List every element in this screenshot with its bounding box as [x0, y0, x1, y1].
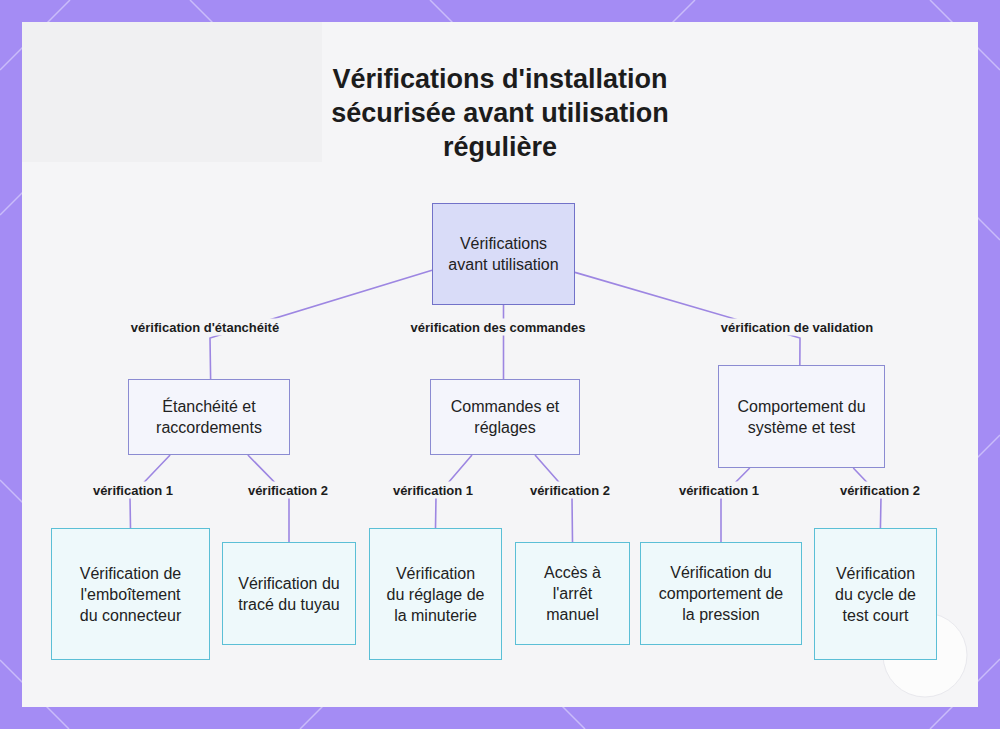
node-text: Vérification du cycle de test court [825, 563, 926, 626]
content-panel [22, 22, 978, 707]
check-box: Accès à l'arrêt manuel [515, 542, 630, 645]
edge-label: vérification d'étanchéité [128, 319, 282, 336]
edge-label: vérification 1 [390, 482, 476, 499]
check-box: Vérification du cycle de test court [814, 528, 937, 660]
faded-photo-area [22, 22, 322, 162]
node-text: Vérifications avant utilisation [447, 233, 560, 275]
root-box: Vérifications avant utilisation [432, 203, 575, 305]
category-box: Étanchéité et raccordements [128, 379, 290, 455]
node-text: Commandes et réglages [443, 396, 567, 438]
frame-line [560, 704, 585, 729]
check-box: Vérification du comportement de la press… [640, 542, 802, 645]
edge-label: vérification 1 [90, 482, 176, 499]
node-text: Étanchéité et raccordements [139, 396, 279, 438]
edge-label: vérification 2 [245, 482, 331, 499]
check-box: Vérification de l'emboîtement du connect… [51, 528, 210, 660]
connector-line [503, 305, 505, 379]
connector-line [535, 455, 573, 542]
connector-line [248, 455, 289, 542]
node-text: Vérification de l'emboîtement du connect… [74, 563, 187, 626]
frame-line [430, 0, 455, 25]
frame-line [975, 215, 1000, 240]
frame-line [190, 0, 215, 25]
connector-line [721, 468, 750, 542]
node-text: Vérification du réglage de la minuterie [386, 563, 485, 626]
frame-line [670, 0, 695, 25]
diagram-title: Vérifications d'installation sécurisée a… [280, 62, 720, 164]
check-box: Vérification du réglage de la minuterie [369, 528, 502, 660]
edge-label: vérification des commandes [408, 319, 589, 336]
node-text: Comportement du système et test [731, 396, 872, 438]
frame-line [975, 435, 1000, 460]
edge-label: vérification 2 [837, 482, 923, 499]
frame-line [0, 480, 25, 505]
check-box: Vérification du tracé du tuyau [222, 542, 356, 645]
edge-label: vérification 1 [676, 482, 762, 499]
node-text: Accès à l'arrêt manuel [534, 562, 611, 625]
category-box: Comportement du système et test [718, 365, 885, 468]
category-box: Commandes et réglages [430, 379, 580, 455]
edge-label: vérification 2 [527, 482, 613, 499]
frame-line [300, 704, 325, 729]
node-text: Vérification du comportement de la press… [653, 562, 789, 625]
node-text: Vérification du tracé du tuyau [235, 573, 343, 615]
edge-label: vérification de validation [718, 319, 876, 336]
